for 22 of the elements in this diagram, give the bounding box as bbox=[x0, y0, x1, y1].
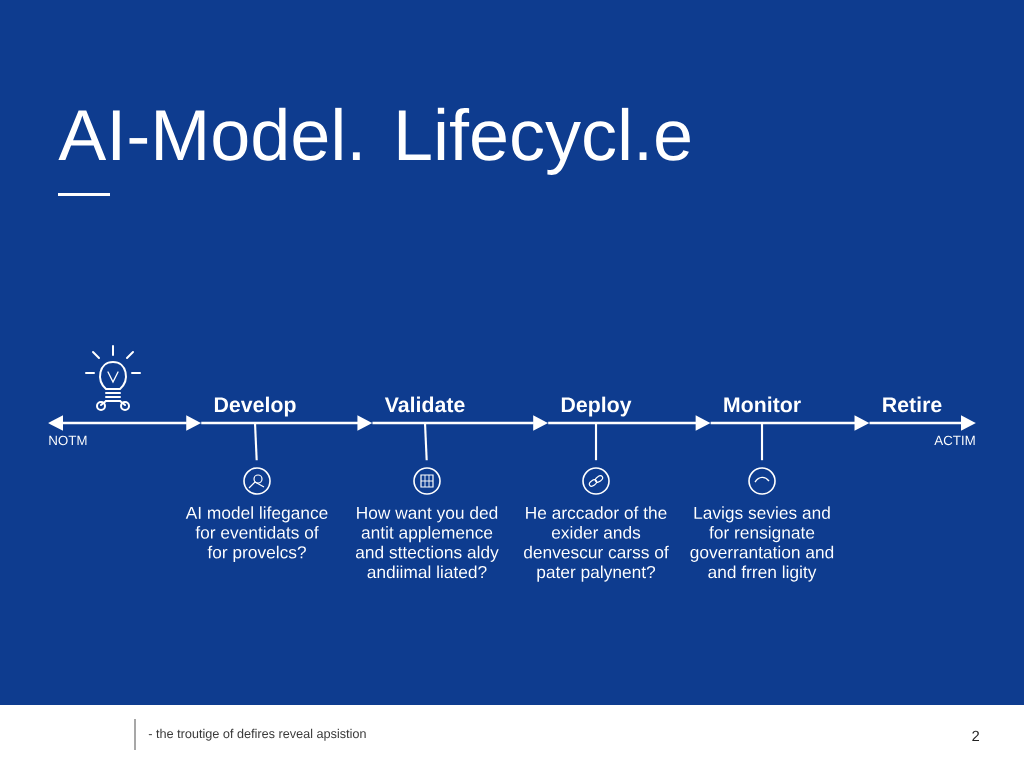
connector-line bbox=[760, 423, 764, 461]
circle-icon bbox=[582, 467, 610, 495]
description-text: He arccador of the exider ands denvescur carss of pater palynent? bbox=[524, 506, 669, 582]
stage-label: Validate bbox=[384, 396, 465, 413]
end-label: NOTM bbox=[49, 435, 87, 446]
description-text: How want you ded antit applemence and sttections aldy andiimal liated? bbox=[355, 506, 499, 579]
connector-line bbox=[423, 422, 428, 461]
connector-line bbox=[594, 423, 598, 461]
slide-title: AI-Model. Lifecycl.e bbox=[58, 107, 690, 175]
stage-label: Retire bbox=[883, 396, 942, 413]
circle-icon bbox=[748, 467, 776, 495]
stage-label: Develop bbox=[214, 396, 296, 417]
page-number: 2 bbox=[972, 730, 979, 741]
footer-text: - the troutige of defires reveal apsistion bbox=[148, 728, 366, 741]
stage-label: Monitor bbox=[724, 396, 801, 413]
end-label: ACTIM bbox=[934, 435, 975, 446]
description-text: AI model lifegance for eventidats of for provelcs? bbox=[185, 506, 328, 562]
circle-icon bbox=[243, 467, 271, 495]
description-text: Lavigs sevies and for rensignate goverrantation and and frren ligity bbox=[690, 506, 834, 582]
connector-line bbox=[253, 422, 258, 461]
circle-icon bbox=[413, 467, 441, 495]
stage-label: Deploy bbox=[561, 396, 632, 417]
